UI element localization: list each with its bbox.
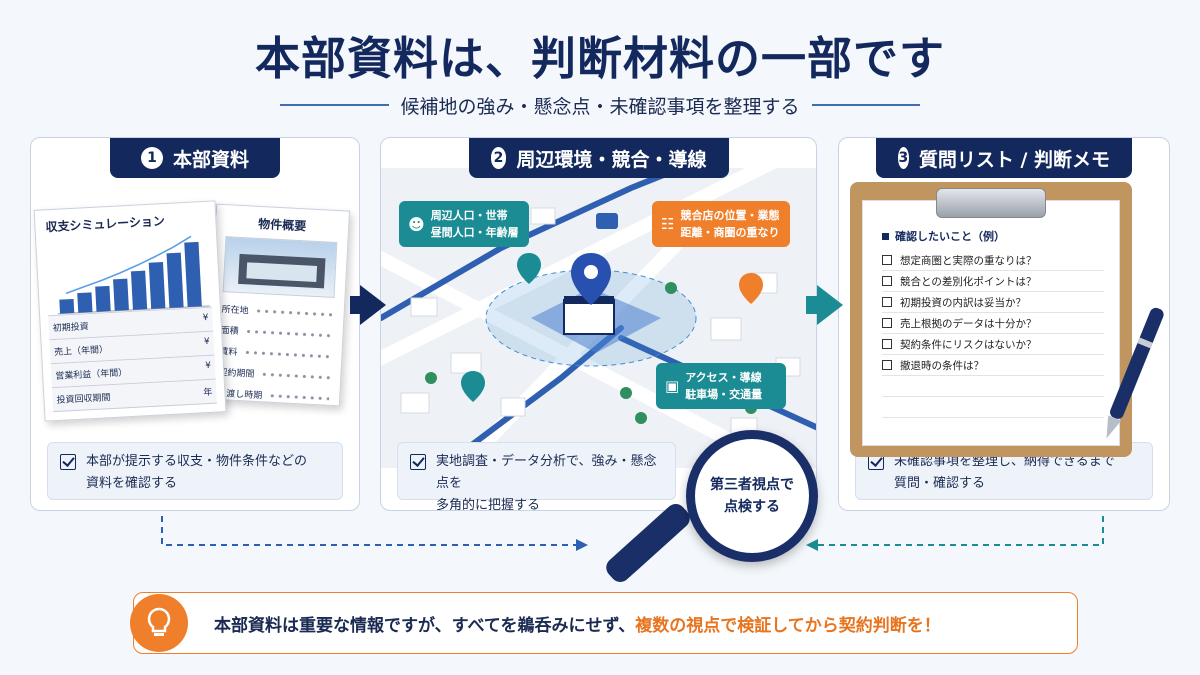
caption-line: 本部が提示する収支・物件条件などの — [86, 454, 308, 469]
car-icon: ▣ — [665, 376, 680, 395]
step-number-1: 1 — [140, 147, 163, 169]
panel-1-title: 本部資料 — [172, 148, 249, 171]
checklist-header: 確認したいこと（例） — [882, 228, 1104, 244]
subtitle-divider-left — [280, 104, 389, 106]
caption-line: 実地調査・データ分析で、強み・懸念点を — [436, 454, 657, 491]
checklist-item: 競合との差別化ポイントは？ — [882, 271, 1104, 292]
tip-box: 本部資料は重要な情報ですが、すべてを鵜呑みにせず、複数の視点で検証してから契約判… — [133, 592, 1078, 654]
checklist-item: 初期投資の内訳は妥当か？ — [882, 292, 1104, 313]
revenue-simulation-document: 収支シミュレーション 初期投資¥ 売上（年間）¥ 営業利益（年間）¥ 投資回収期… — [33, 200, 227, 422]
mini-chart-bar — [77, 292, 93, 313]
checklist-item-text: 契約条件にリスクはないか？ — [900, 338, 1037, 351]
panel-1-tab: 1 本部資料 — [110, 138, 280, 178]
checkbox-icon — [882, 339, 892, 349]
checklist-item: 売上根拠のデータは十分か？ — [882, 313, 1104, 334]
checklist-item-text: 初期投資の内訳は妥当か？ — [900, 296, 1026, 309]
checkbox-icon — [882, 360, 892, 370]
shopping-cart-icon: ☷ — [661, 214, 675, 233]
clipboard-clip — [936, 188, 1046, 218]
mini-chart-bar — [130, 270, 148, 310]
step-number-2: 2 — [490, 147, 507, 169]
caption-line: 未確認事項を整理し、納得できるまで — [894, 454, 1115, 469]
subtitle-row: 候補地の強み・懸念点・未確認事項を整理する — [280, 90, 921, 120]
checklist: 確認したいこと（例） 想定商圏と実際の重なりは？ 競合との差別化ポイントは？ 初… — [882, 228, 1104, 418]
mini-chart-bar — [166, 252, 184, 308]
mini-chart-bar — [113, 278, 129, 311]
magnifier-text-line: 第三者視点で — [710, 477, 794, 493]
checkbox-icon — [882, 276, 892, 286]
checklist-item: 想定商圏と実際の重なりは？ — [882, 250, 1104, 271]
population-card-line: 周辺人口・世帯 — [430, 209, 508, 222]
magnifier-lens: 第三者視点で 点検する — [686, 430, 818, 562]
mini-chart-trend-line — [65, 235, 192, 295]
panel-2-caption: 実地調査・データ分析で、強み・懸念点を 多角的に把握する — [397, 442, 676, 510]
panel-2-title: 周辺環境・競合・導線 — [516, 148, 707, 171]
check-icon — [410, 454, 426, 470]
access-card-line: 駐車場・交通量 — [685, 388, 763, 401]
people-icon: ☻ — [408, 214, 425, 234]
flow-arrow-2-icon — [817, 285, 843, 325]
competitor-card-line: 距離・商圏の重なり — [680, 226, 780, 239]
step-number-3: 3 — [898, 147, 909, 169]
population-card-line: 昼間人口・年齢層 — [430, 226, 519, 239]
clipboard-paper — [862, 200, 1120, 446]
subtitle-divider-right — [811, 104, 921, 106]
checklist-title: 確認したいこと（例） — [895, 230, 1005, 243]
mini-chart-bar — [95, 285, 111, 312]
caption-line: 多角的に把握する — [436, 498, 541, 511]
mini-chart-bar — [148, 262, 166, 309]
square-bullet-icon — [882, 232, 889, 240]
access-card-line: アクセス・導線 — [685, 371, 762, 384]
pen-icon — [1106, 307, 1164, 439]
checkbox-icon — [882, 318, 892, 328]
panel-hq-documents: 1 本部資料 物件概要 所在地 面積 賃料 契約期間 引渡し時期 収支シミュレー… — [30, 137, 360, 511]
population-card: ☻ 周辺人口・世帯昼間人口・年齢層 — [399, 201, 529, 247]
tip-text-main: 本部資料は重要な情報ですが、すべてを鵜呑みにせず、 — [214, 615, 636, 636]
lightbulb-icon — [130, 594, 188, 652]
checklist-item-text: 撤退時の条件は？ — [900, 359, 984, 372]
competitor-card-line: 競合店の位置・業態 — [680, 209, 780, 222]
revenue-mini-chart — [58, 235, 210, 315]
panel-3-title: 質問リスト / 判断メモ — [918, 148, 1110, 171]
mini-chart-bar — [184, 241, 202, 307]
flow-arrow-1-icon — [360, 285, 386, 325]
checklist-item-text: 想定商圏と実際の重なりは？ — [900, 254, 1037, 267]
caption-line: 資料を確認する — [86, 476, 178, 491]
flow-arrow-2-shaft — [806, 296, 820, 314]
check-icon — [60, 454, 76, 470]
checkbox-icon — [882, 255, 892, 265]
tip-text-highlight: 複数の視点で検証してから契約判断を！ — [635, 615, 941, 636]
magnifier-text-line: 点検する — [724, 499, 780, 515]
checklist-item-text: 売上根拠のデータは十分か？ — [900, 317, 1037, 330]
checklist-item-text: 競合との差別化ポイントは？ — [900, 275, 1037, 288]
page-title: 本部資料は、判断材料の一部です — [254, 32, 945, 85]
checklist-item: 撤退時の条件は？ — [882, 355, 1104, 376]
access-card: ▣ アクセス・導線駐車場・交通量 — [656, 363, 786, 409]
mini-chart-bar — [59, 298, 75, 314]
panel-3-tab: 3 質問リスト / 判断メモ — [876, 138, 1132, 178]
checklist-blank-line — [882, 397, 1104, 418]
panel-1-caption: 本部が提示する収支・物件条件などの 資料を確認する — [47, 442, 343, 500]
checkbox-icon — [882, 297, 892, 307]
caption-line: 質問・確認する — [894, 476, 986, 491]
checklist-item: 契約条件にリスクはないか？ — [882, 334, 1104, 355]
panel-2-tab: 2 周辺環境・競合・導線 — [468, 138, 729, 178]
competitor-card: ☷ 競合店の位置・業態距離・商圏の重なり — [652, 201, 790, 247]
panel-surroundings: 2 周辺環境・競合・導線 — [380, 137, 817, 511]
checklist-blank-line — [882, 376, 1104, 397]
page-subtitle: 候補地の強み・懸念点・未確認事項を整理する — [400, 95, 800, 118]
